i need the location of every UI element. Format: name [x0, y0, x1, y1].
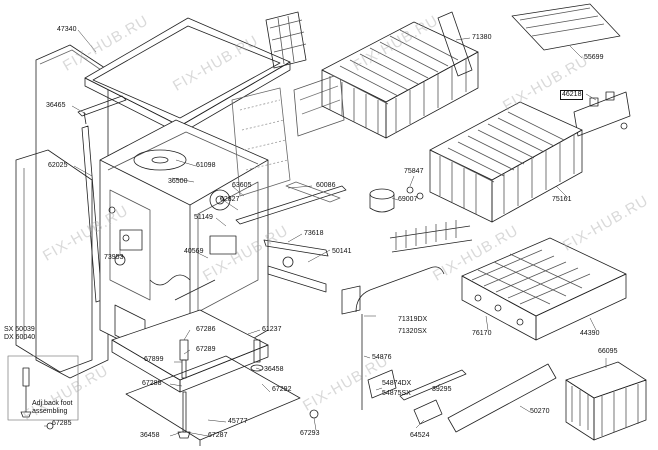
- part-label-50141: 50141: [332, 248, 352, 255]
- part-label-67288: 67288: [142, 380, 162, 387]
- part-label-55699: 55699: [584, 54, 604, 61]
- part-label-75161: 75161: [552, 196, 572, 203]
- rail-71380: [437, 11, 473, 77]
- part-label-60039: SX 60039: [4, 326, 35, 333]
- part-label-36500: 36500: [168, 178, 188, 185]
- upper-basket: [321, 21, 479, 139]
- basket-rails: [235, 181, 347, 293]
- part-label-62025: 62025: [48, 162, 68, 169]
- insulation-pad: [231, 87, 291, 197]
- part-label-75847: 75847: [404, 168, 424, 175]
- small-parts: [282, 186, 424, 419]
- door-seal: [355, 266, 445, 410]
- adjust-foot-caption-line2: assembling: [32, 408, 68, 415]
- part-label-60040: DX 60040: [4, 334, 36, 341]
- part-label-61098: 61098: [196, 162, 216, 169]
- bracket-54874: [367, 369, 397, 399]
- side-panel-62025: [15, 149, 93, 373]
- part-label-62827: 62827: [220, 196, 240, 203]
- cutlery-basket-small: [265, 11, 307, 69]
- cutlery-tray-55699: [511, 3, 621, 51]
- worktop-panel: [84, 17, 291, 135]
- part-label-64524: 64524: [410, 432, 430, 439]
- lower-basket: [461, 237, 627, 341]
- part-label-54876: 54876: [372, 354, 392, 361]
- plate-rack: [389, 220, 473, 253]
- part-label-71380: 71380: [472, 34, 492, 41]
- clip-64524: [413, 399, 443, 425]
- part-label-71320: 71320SX: [398, 328, 427, 335]
- part-label-54875: 54875SX: [382, 390, 411, 397]
- cutlery-basket-66095: [565, 361, 647, 441]
- cap-69007: [369, 188, 395, 213]
- part-label-71319: 71319DX: [398, 316, 428, 323]
- part-label-47340: 47340: [57, 26, 77, 33]
- part-label-63605: 63605: [232, 182, 252, 189]
- part-label-54874: 54874DX: [382, 380, 412, 387]
- part-label-44390: 44390: [580, 330, 600, 337]
- part-label-40569: 40569: [184, 248, 204, 255]
- part-label-46218: 46218: [560, 90, 584, 100]
- middle-basket: [429, 101, 583, 223]
- part-label-73618: 73618: [304, 230, 324, 237]
- rail-36465: [77, 95, 127, 125]
- part-label-61237: 61237: [262, 326, 282, 333]
- part-label-36458-right: 36458: [264, 366, 284, 373]
- base-plinth: [111, 309, 301, 446]
- side-panel-47340: [35, 44, 109, 379]
- part-label-39295: 39295: [432, 386, 452, 393]
- part-label-45777: 45777: [228, 418, 248, 425]
- part-label-67287: 67287: [208, 432, 228, 439]
- adjust-foot-caption-line1: Adj.back foot: [32, 400, 73, 407]
- part-label-36465: 36465: [46, 102, 66, 109]
- part-label-67289: 67289: [196, 346, 216, 353]
- part-label-67293: 67293: [300, 430, 320, 437]
- adjust-foot-inset: [7, 355, 79, 430]
- part-label-36458-left: 36458: [140, 432, 160, 439]
- part-label-76170: 76170: [472, 330, 492, 337]
- part-label-66095: 66095: [598, 348, 618, 355]
- part-label-69007: 69007: [398, 196, 418, 203]
- tub-body: [99, 119, 269, 376]
- part-label-67292: 67292: [272, 386, 292, 393]
- part-label-67285: 67285: [52, 420, 72, 427]
- strip-39295: [399, 369, 467, 401]
- part-label-60086: 60086: [316, 182, 336, 189]
- part-label-67899: 67899: [144, 356, 164, 363]
- part-label-67286: 67286: [196, 326, 216, 333]
- rear-bracket: [293, 73, 345, 137]
- part-label-73953: 73953: [104, 254, 124, 261]
- leader-lines: [44, 29, 607, 437]
- part-label-50270: 50270: [530, 408, 550, 415]
- part-label-51149: 51149: [194, 214, 213, 221]
- kickplate-50270: [447, 363, 557, 433]
